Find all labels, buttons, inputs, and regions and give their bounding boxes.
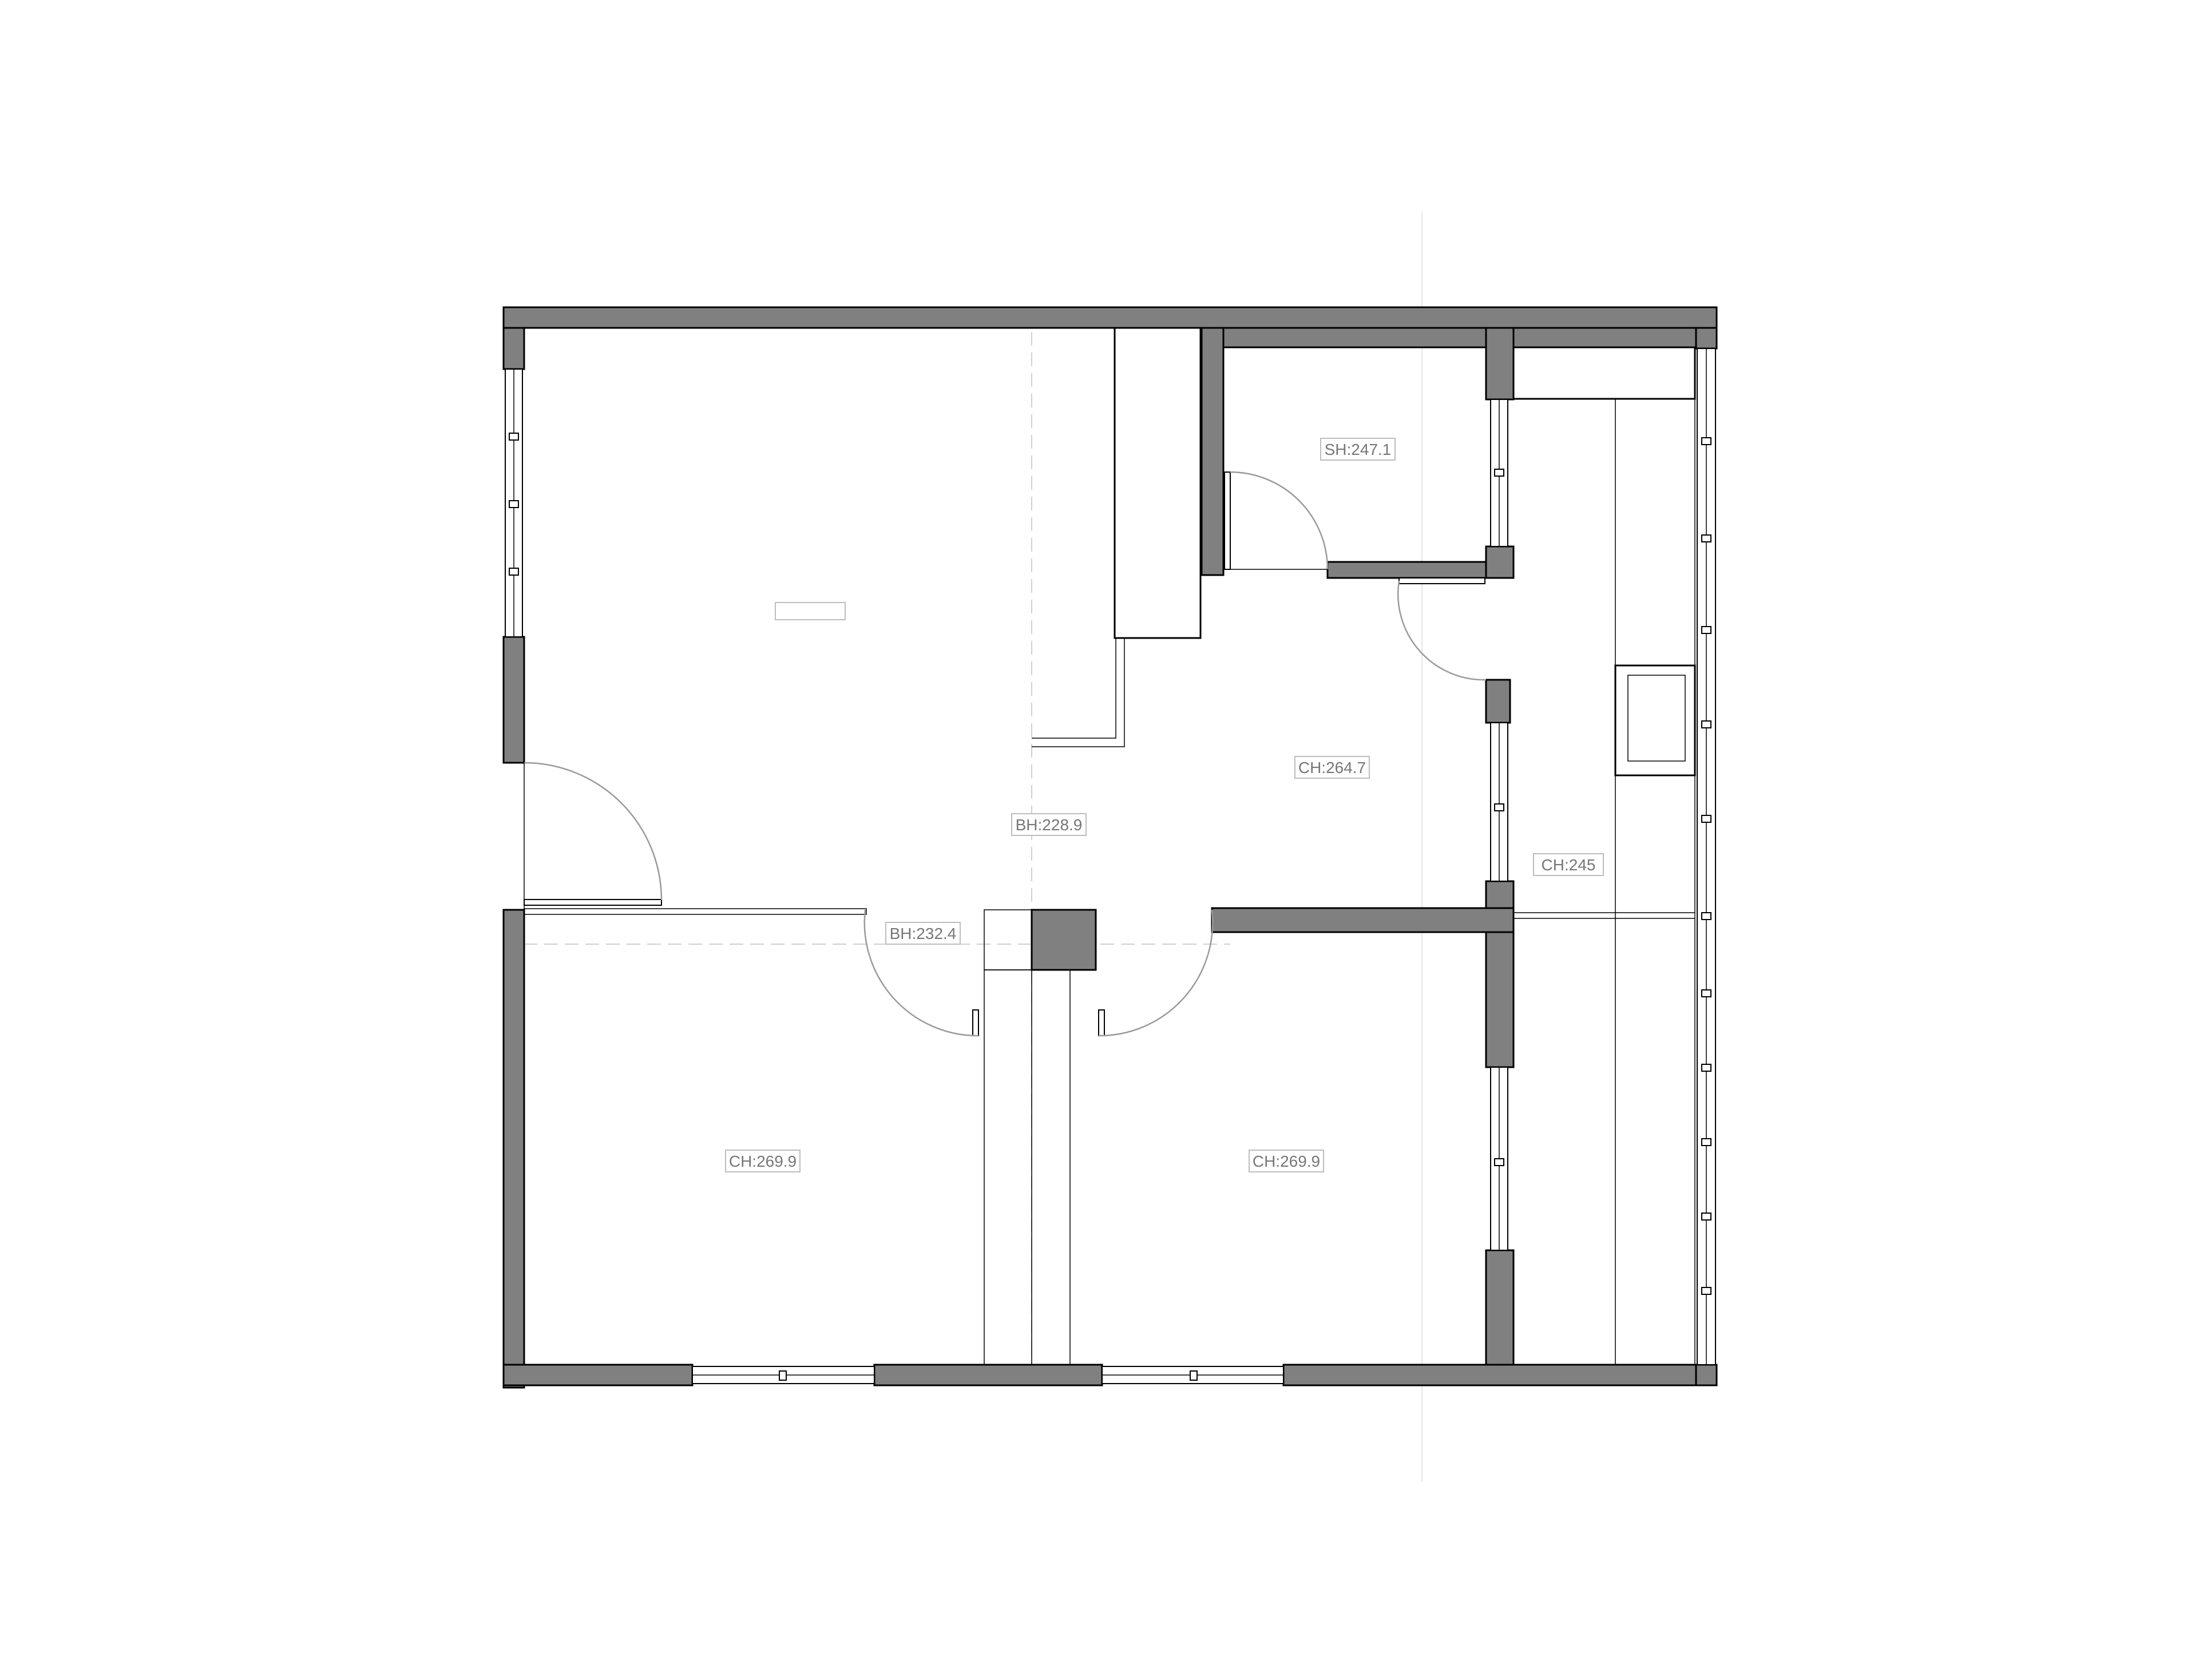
wall-bottom-3 xyxy=(1282,1364,1718,1386)
wall-partition-low xyxy=(1485,1249,1515,1366)
wall-right-bottom xyxy=(1695,1364,1718,1386)
wall-top xyxy=(502,306,1718,329)
sink-cabinet xyxy=(1614,664,1696,776)
wall-partition-pier xyxy=(1485,679,1511,724)
door-swing-icon xyxy=(1223,471,1329,570)
label-side-room: CH:245 xyxy=(1542,856,1596,874)
doors xyxy=(524,471,1487,1037)
door-swing-icon xyxy=(524,762,663,910)
room-labels: SH:247.1 CH:264.7 BH:228.9 BH:232.4 CH:2… xyxy=(725,438,1604,1172)
label-bedroom-right: CH:269.9 xyxy=(1253,1152,1320,1170)
wall-top-right xyxy=(1200,327,1718,348)
sink-icon xyxy=(1627,675,1686,762)
wall-storage-right-top xyxy=(1485,327,1515,401)
window-icon xyxy=(692,1366,875,1384)
window-icon xyxy=(505,369,523,637)
window-icon xyxy=(1102,1366,1284,1384)
fixtures xyxy=(524,327,1696,1365)
partition-thin xyxy=(524,908,867,915)
door-swing-icon xyxy=(1397,577,1487,681)
door-swing-icon xyxy=(863,909,979,1037)
wall-left-top xyxy=(502,327,525,370)
window-icon xyxy=(1490,1067,1508,1251)
wall-storage-right-bottom xyxy=(1485,545,1515,579)
wardrobe xyxy=(1114,327,1202,639)
window-icon xyxy=(1490,399,1508,547)
wall-storage-left xyxy=(1200,327,1225,576)
wall-left-mid xyxy=(502,636,525,764)
label-hall: CH:264.7 xyxy=(1298,759,1366,776)
door-swing-icon xyxy=(1098,909,1214,1037)
label-corridor-beam: BH:232.4 xyxy=(890,925,957,942)
wall-right-top xyxy=(1695,327,1718,350)
label-storage: SH:247.1 xyxy=(1325,441,1392,458)
wall-bedroom-top xyxy=(1211,907,1515,933)
window-icon xyxy=(1490,722,1508,882)
label-living-beam: BH:228.9 xyxy=(1016,816,1083,834)
counter-l xyxy=(1032,637,1125,747)
wall-bottom-1 xyxy=(502,1364,694,1386)
corridor-left-line xyxy=(984,969,1032,1365)
window-icon xyxy=(1697,348,1716,1365)
wall-left-bottom xyxy=(502,909,525,1389)
column xyxy=(1031,909,1097,971)
corridor-return xyxy=(984,909,1032,970)
shelf-top xyxy=(1512,346,1696,400)
walls xyxy=(502,306,1718,1389)
label-bedroom-left: CH:269.9 xyxy=(729,1152,797,1170)
wall-bottom-2 xyxy=(873,1364,1103,1386)
windows xyxy=(505,348,1716,1384)
living-tag-box xyxy=(775,602,846,620)
